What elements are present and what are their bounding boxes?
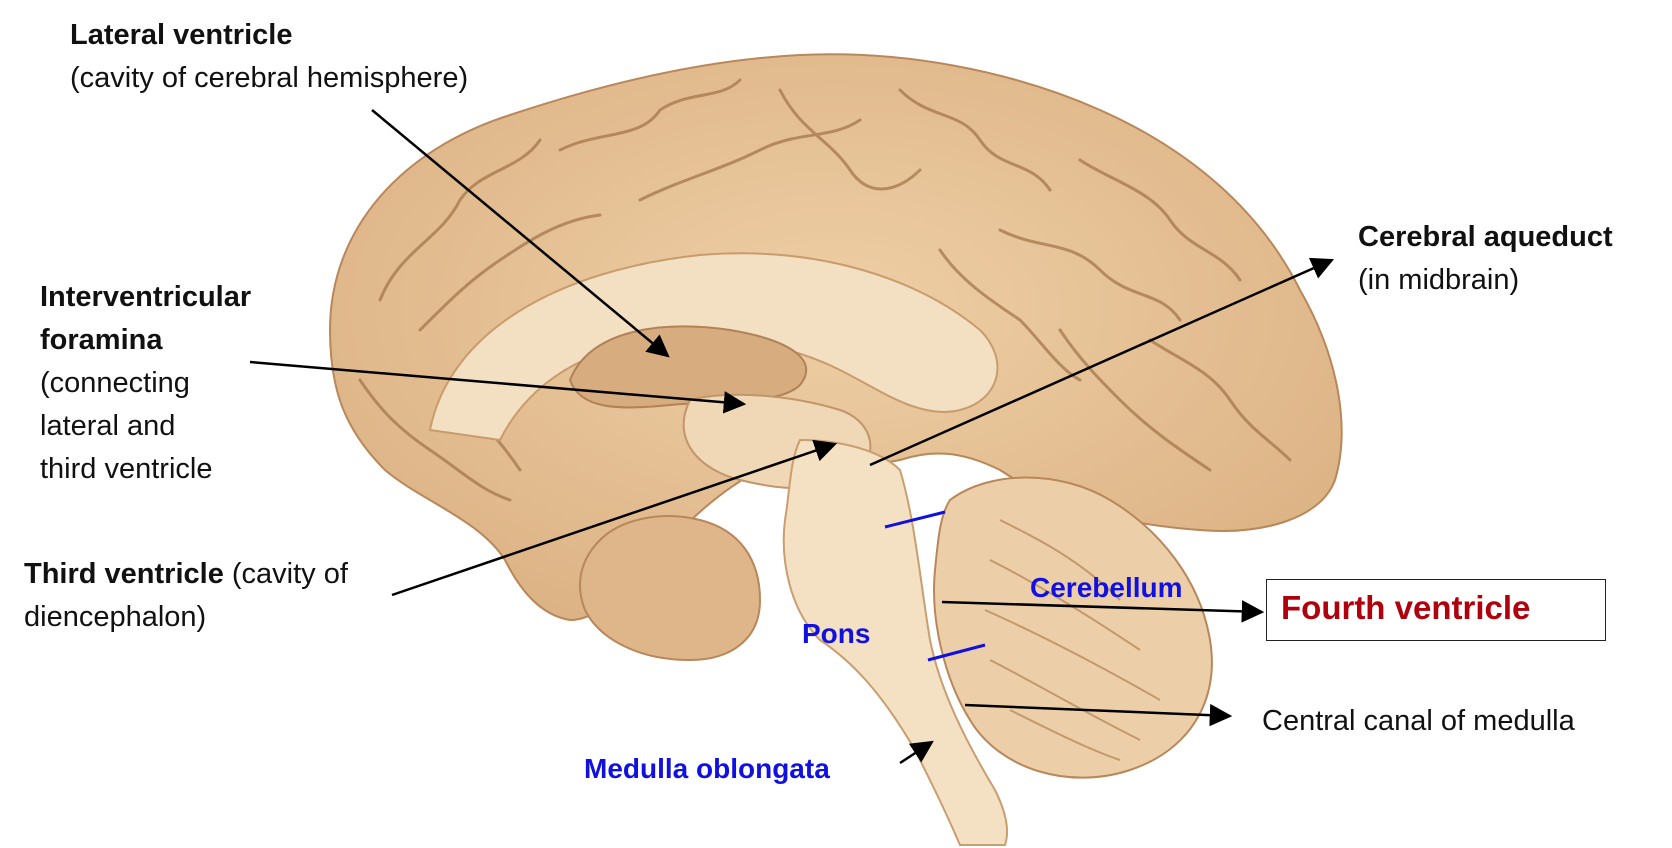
gyri-pattern (358, 78, 1292, 502)
label-third-ventricle: Third ventricle (cavity of diencephalon) (24, 553, 348, 639)
arrow-fourth-ventricle (941, 600, 1265, 623)
arrow-cerebral-aqueduct (869, 257, 1335, 467)
label-medulla: Medulla oblongata (584, 747, 830, 790)
label-third-ventricle-title: Third ventricle (24, 558, 224, 590)
label-medulla-text: Medulla oblongata (584, 753, 830, 784)
label-pons: Pons (802, 612, 870, 655)
arrow-lateral-ventricle (371, 109, 670, 358)
cerebellum-shape (933, 476, 1213, 779)
label-interventricular-title-2: foramina (40, 324, 163, 356)
arrow-medulla (899, 740, 934, 765)
label-cerebral-aqueduct-title: Cerebral aqueduct (1358, 221, 1613, 253)
label-third-ventricle-detail-2: diencephalon) (24, 601, 207, 633)
lateral-ventricle-cavity (568, 325, 807, 409)
pons-lower-boundary (927, 643, 986, 662)
label-interventricular-detail-1: (connecting (40, 367, 190, 399)
label-cerebral-aqueduct: Cerebral aqueduct (in midbrain) (1358, 216, 1613, 302)
pointer-arrows (249, 109, 1335, 765)
label-third-ventricle-detail-1: (cavity of (223, 558, 348, 590)
fourth-ventricle-box: Fourth ventricle (1266, 579, 1606, 641)
pons-upper-boundary (884, 510, 946, 529)
label-fourth-ventricle: Fourth ventricle (1281, 589, 1531, 626)
label-lateral-ventricle: Lateral ventricle (cavity of cerebral he… (70, 14, 468, 100)
label-lateral-ventricle-detail: (cavity of cerebral hemisphere) (70, 62, 469, 94)
temporal-lobe (579, 515, 762, 662)
brainstem (782, 438, 1008, 846)
arrow-interventricular (249, 360, 747, 414)
arrow-central-canal (964, 703, 1233, 727)
label-interventricular-detail-2: lateral and (40, 410, 176, 442)
cerebellum-folia (984, 519, 1161, 761)
label-lateral-ventricle-title: Lateral ventricle (70, 19, 293, 51)
label-central-canal-text: Central canal of medulla (1262, 705, 1575, 737)
arrow-third-ventricle (391, 439, 838, 597)
label-cerebellum-text: Cerebellum (1030, 572, 1183, 603)
label-interventricular-detail-3: third ventricle (40, 453, 213, 485)
label-cerebellum: Cerebellum (1030, 566, 1183, 609)
label-cerebral-aqueduct-detail: (in midbrain) (1358, 264, 1520, 296)
label-interventricular-title-1: Interventricular (40, 281, 252, 313)
label-central-canal: Central canal of medulla (1262, 700, 1575, 743)
label-pons-text: Pons (802, 618, 871, 649)
label-interventricular: Interventricular foramina (connecting la… (40, 276, 251, 491)
